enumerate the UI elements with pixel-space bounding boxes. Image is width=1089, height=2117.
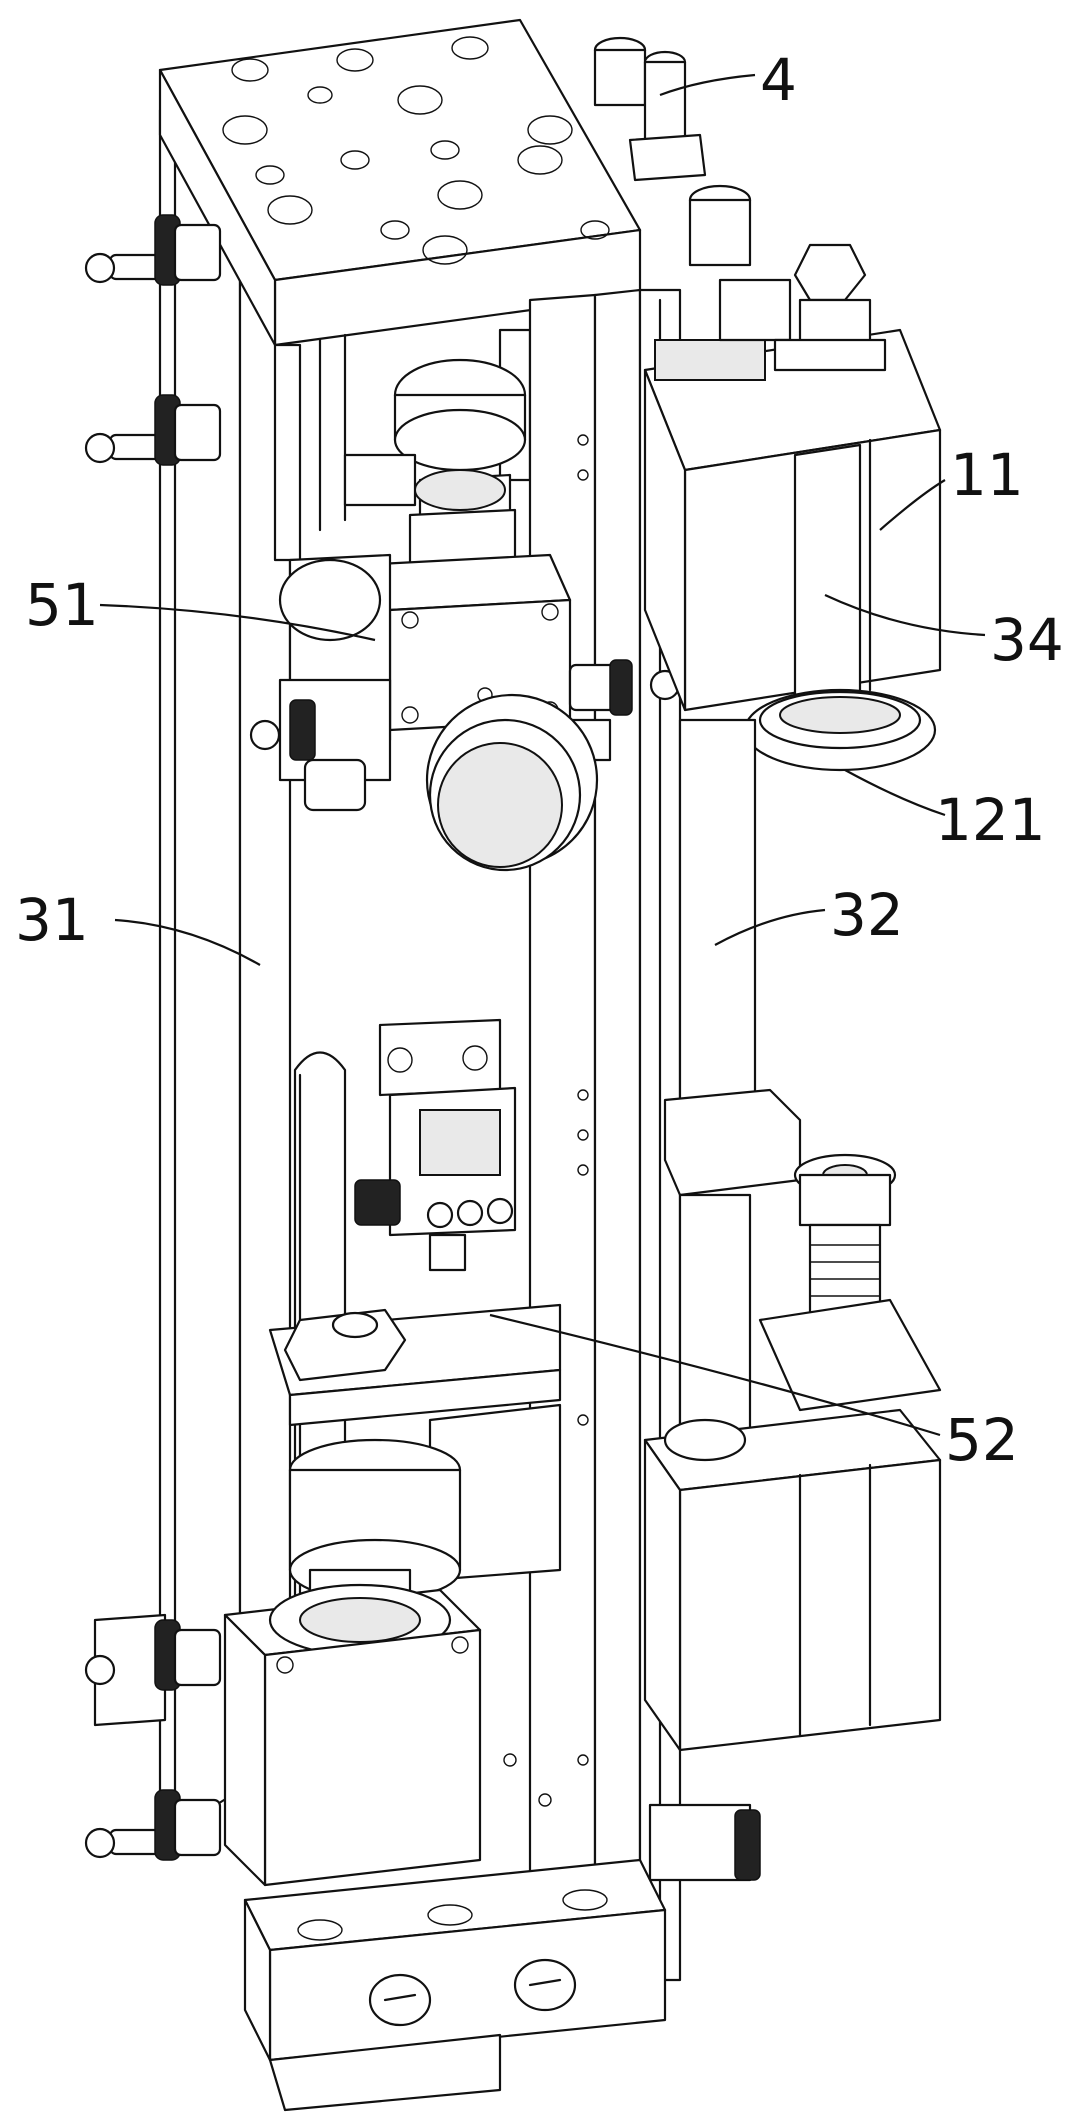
- label-4: 4: [760, 46, 797, 114]
- stud-4: [593, 36, 752, 267]
- fitting-top-left-1: [84, 214, 222, 286]
- label-51: 51: [25, 571, 99, 639]
- pressure-valve-51: [249, 358, 681, 812]
- reference-labels: 4 11 34 51 121 31 32 52: [15, 46, 1064, 1474]
- label-32: 32: [830, 881, 904, 949]
- fitting-top-left-2: [84, 394, 222, 466]
- disc-121: [743, 688, 937, 772]
- label-31: 31: [15, 886, 89, 954]
- guide-rod-32: [663, 718, 802, 1487]
- fitting-bottom-left-2: [84, 1789, 222, 1861]
- pressure-switch: [354, 1018, 517, 1272]
- leader-lines: [99, 73, 986, 1437]
- front-vertical-rail: [528, 288, 642, 1987]
- fitting-bottom-left-1: [84, 1613, 222, 1727]
- bottom-cylinder: [223, 1583, 552, 1887]
- pressure-gauge: [425, 693, 599, 872]
- upper-slider-block-11: [643, 243, 942, 712]
- lower-slider-block: [643, 1408, 942, 1882]
- bottom-block: [243, 1858, 667, 2112]
- spring-stop-assembly: [758, 1153, 942, 1412]
- label-121: 121: [935, 786, 1046, 854]
- label-34: 34: [990, 606, 1064, 674]
- label-11: 11: [950, 441, 1024, 509]
- label-52: 52: [945, 1406, 1019, 1474]
